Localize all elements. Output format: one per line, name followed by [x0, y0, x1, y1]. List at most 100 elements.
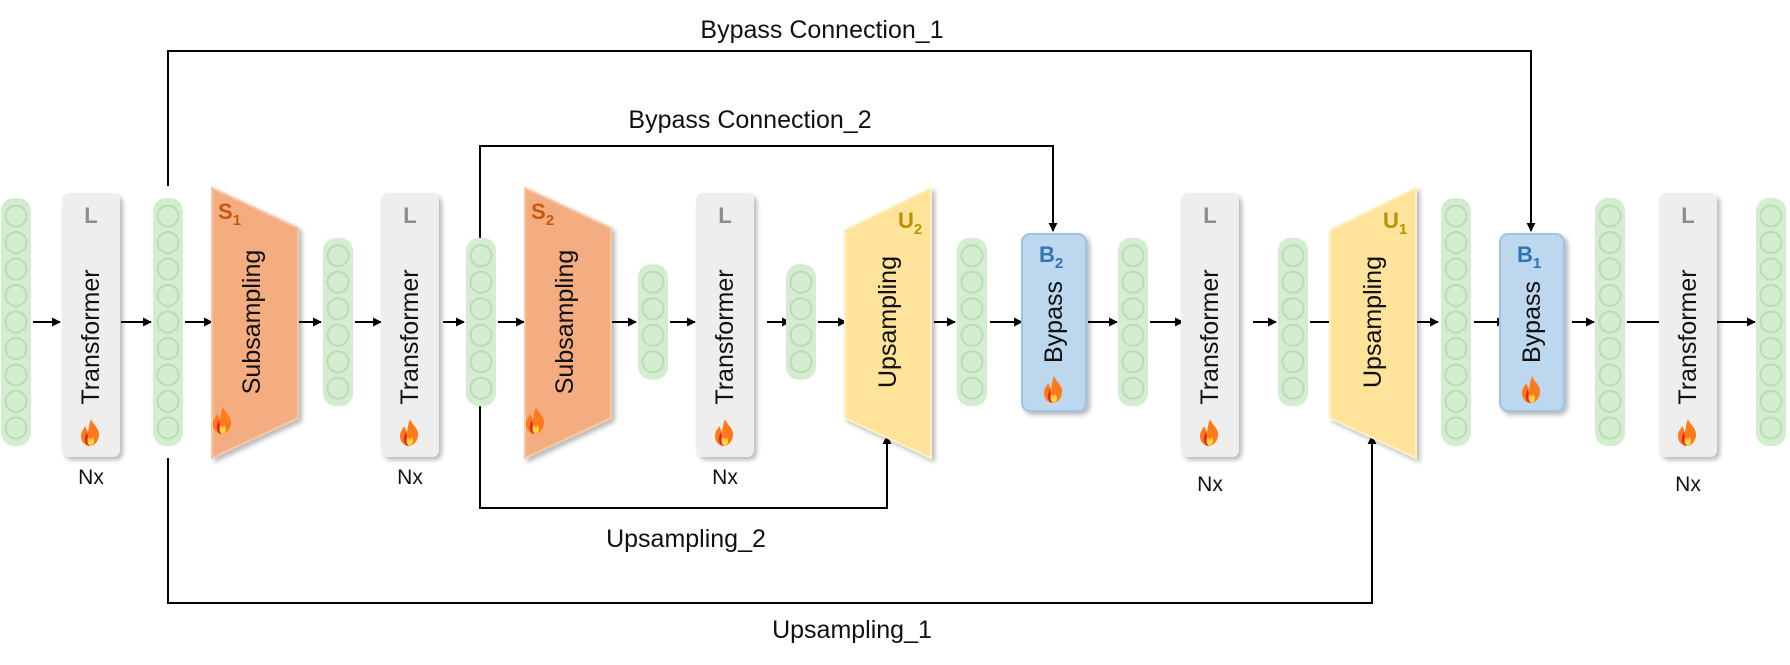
bypass-label: Bypass	[1040, 281, 1068, 363]
token-node	[1759, 284, 1783, 307]
token-node	[1281, 244, 1305, 268]
token-node	[469, 376, 493, 400]
token-sequence	[153, 198, 183, 446]
upsampling-2-line	[479, 405, 892, 509]
skip-connections	[167, 50, 1536, 604]
token-sequence	[1441, 198, 1471, 446]
token-node	[1281, 270, 1305, 294]
repeat-label: Nx	[712, 466, 738, 489]
token-node	[156, 390, 180, 413]
transformer-label: Transformer	[711, 269, 739, 404]
transformer-letter: L	[718, 203, 731, 228]
token-node	[1281, 350, 1305, 374]
token-node	[4, 231, 28, 254]
token-sequence	[786, 264, 816, 380]
token-node	[4, 363, 28, 387]
token-node	[1121, 297, 1145, 321]
token-sequence	[638, 264, 668, 380]
upsampling-label: Upsampling	[1359, 256, 1387, 388]
token-node	[1281, 323, 1305, 347]
token-node	[960, 297, 984, 321]
repeat-label: Nx	[1675, 473, 1701, 496]
repeat-label: Nx	[78, 466, 104, 489]
token-node	[4, 310, 28, 334]
token-node	[1598, 257, 1622, 281]
token-node	[1759, 310, 1783, 334]
token-node	[1444, 257, 1468, 281]
token-node	[156, 363, 180, 387]
token-node	[641, 297, 665, 321]
token-node	[1121, 244, 1145, 268]
token-node	[1121, 376, 1145, 400]
token-node	[156, 204, 180, 228]
token-sequence	[1595, 198, 1625, 446]
token-node	[960, 376, 984, 400]
token-node	[1598, 231, 1622, 254]
token-node	[156, 257, 180, 281]
token-node	[789, 297, 813, 321]
token-node	[1598, 310, 1622, 334]
token-sequence	[323, 237, 353, 407]
bypass-connection-1-label: Bypass Connection_1	[700, 16, 943, 44]
token-node	[326, 350, 350, 374]
transformer-label: Transformer	[1196, 269, 1224, 404]
token-node	[326, 376, 350, 400]
token-node	[1759, 204, 1783, 228]
token-node	[789, 270, 813, 294]
token-node	[326, 270, 350, 294]
token-node	[960, 323, 984, 347]
upsampling-1-label: Upsampling_1	[772, 616, 932, 644]
token-node	[4, 204, 28, 228]
token-node	[641, 350, 665, 374]
token-node	[789, 323, 813, 347]
token-node	[1444, 337, 1468, 360]
token-node	[1759, 257, 1783, 281]
token-node	[641, 270, 665, 294]
token-node	[1121, 270, 1145, 294]
token-node	[1759, 231, 1783, 254]
transformer-letter: L	[84, 203, 97, 228]
token-node	[156, 310, 180, 334]
subsampling-label: Subsampling	[551, 250, 579, 395]
token-node	[960, 270, 984, 294]
token-node	[469, 323, 493, 347]
token-node	[1598, 204, 1622, 228]
token-sequence	[1278, 237, 1308, 407]
token-node	[1759, 337, 1783, 360]
token-node	[1759, 390, 1783, 413]
token-node	[960, 244, 984, 268]
token-sequences	[1, 198, 1786, 446]
bypass-label: Bypass	[1518, 281, 1546, 363]
upsampling-2-label: Upsampling_2	[606, 525, 766, 553]
token-node	[469, 350, 493, 374]
token-node	[1444, 310, 1468, 334]
transformer-letter: L	[1203, 203, 1216, 228]
token-node	[1444, 416, 1468, 440]
bypass-connection-2-line	[479, 145, 1058, 238]
token-node	[469, 244, 493, 268]
token-sequence	[1756, 198, 1786, 446]
transformer-label: Transformer	[396, 269, 424, 404]
token-node	[1759, 416, 1783, 440]
token-node	[1444, 231, 1468, 254]
token-node	[1281, 297, 1305, 321]
token-node	[960, 350, 984, 374]
transformer-letter: L	[403, 203, 416, 228]
token-node	[4, 390, 28, 413]
token-node	[1444, 284, 1468, 307]
token-node	[469, 270, 493, 294]
token-node	[641, 323, 665, 347]
token-node	[1598, 363, 1622, 387]
bypass-connection-2-label: Bypass Connection_2	[628, 106, 871, 134]
token-node	[1598, 390, 1622, 413]
token-node	[4, 416, 28, 440]
token-node	[1759, 363, 1783, 387]
